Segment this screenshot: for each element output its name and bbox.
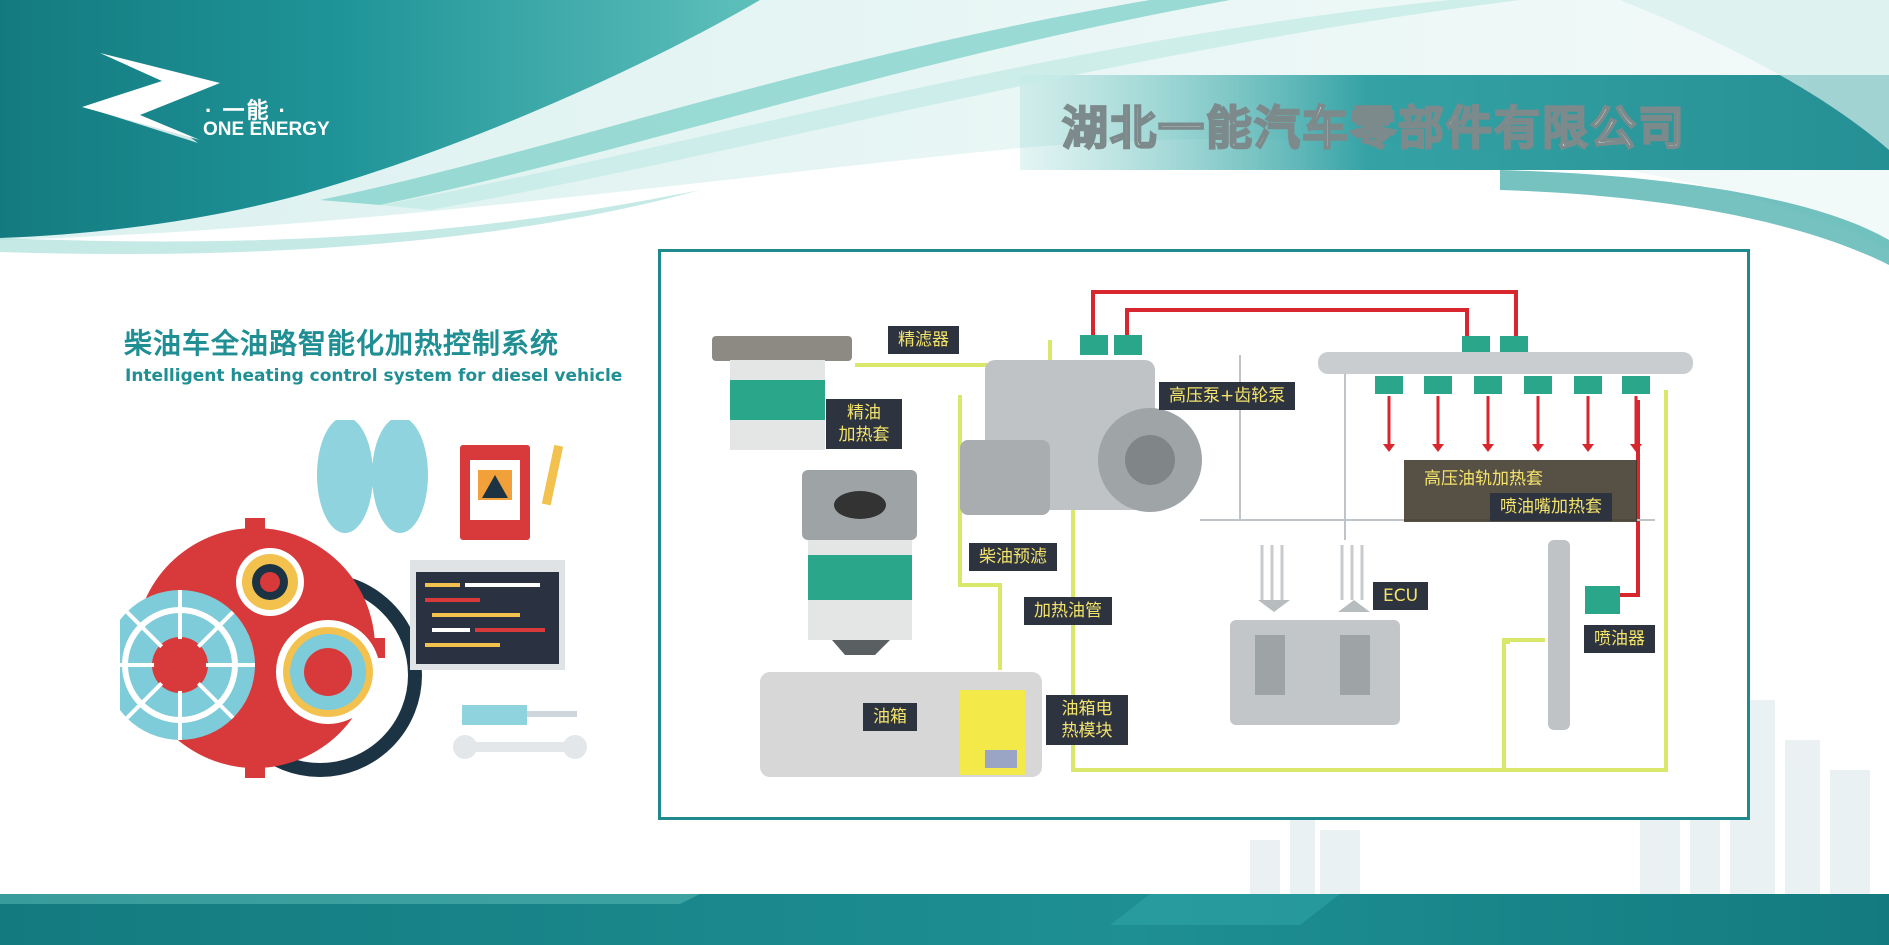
logo-chinese: · 一能 · <box>205 98 288 123</box>
tech-illustration <box>120 420 587 778</box>
gear-icon <box>276 620 380 724</box>
ecu-icon <box>1230 545 1400 725</box>
high-pressure-pump-icon <box>960 335 1202 515</box>
label-high-pressure-pump: 高压泵+齿轮泵 <box>1159 382 1296 410</box>
label-tank-heater-module: 油箱电热模块 <box>1046 695 1128 745</box>
label-ecu: ECU <box>1373 582 1429 610</box>
gear-icon <box>236 548 304 616</box>
injector-icon <box>1548 540 1620 730</box>
lightning-logo-icon <box>82 53 220 143</box>
label-rail-heater: 高压油轨加热套 <box>1424 469 1543 489</box>
notebook-icon <box>460 445 530 540</box>
system-subtitle: Intelligent heating control system for d… <box>125 366 623 386</box>
label-heated-pipe: 加热油管 <box>1024 597 1112 625</box>
screwdriver-icon <box>462 705 577 725</box>
common-rail-icon <box>1318 336 1693 452</box>
prefilter-icon <box>802 470 917 655</box>
wrench-icon <box>453 735 587 759</box>
label-injector: 喷油器 <box>1584 625 1655 653</box>
label-fuel-tank: 油箱 <box>863 703 917 731</box>
high-pressure-lines <box>1091 290 1640 597</box>
label-fine-filter-heater: 精油加热套 <box>826 399 902 449</box>
system-title: 柴油车全油路智能化加热控制系统 <box>124 327 560 360</box>
label-fine-filter: 精滤器 <box>888 326 959 354</box>
brain-icon <box>317 420 428 533</box>
company-name: 湖北一能汽车零部件有限公司 <box>1061 100 1686 156</box>
logo-english: ONE ENERGY <box>203 119 330 140</box>
label-nozzle-heater: 喷油嘴加热套 <box>1490 493 1612 521</box>
pencil-icon <box>541 444 564 506</box>
code-window-icon <box>410 560 565 670</box>
label-prefilter: 柴油预滤 <box>969 543 1057 571</box>
fine-filter-icon <box>712 336 852 450</box>
